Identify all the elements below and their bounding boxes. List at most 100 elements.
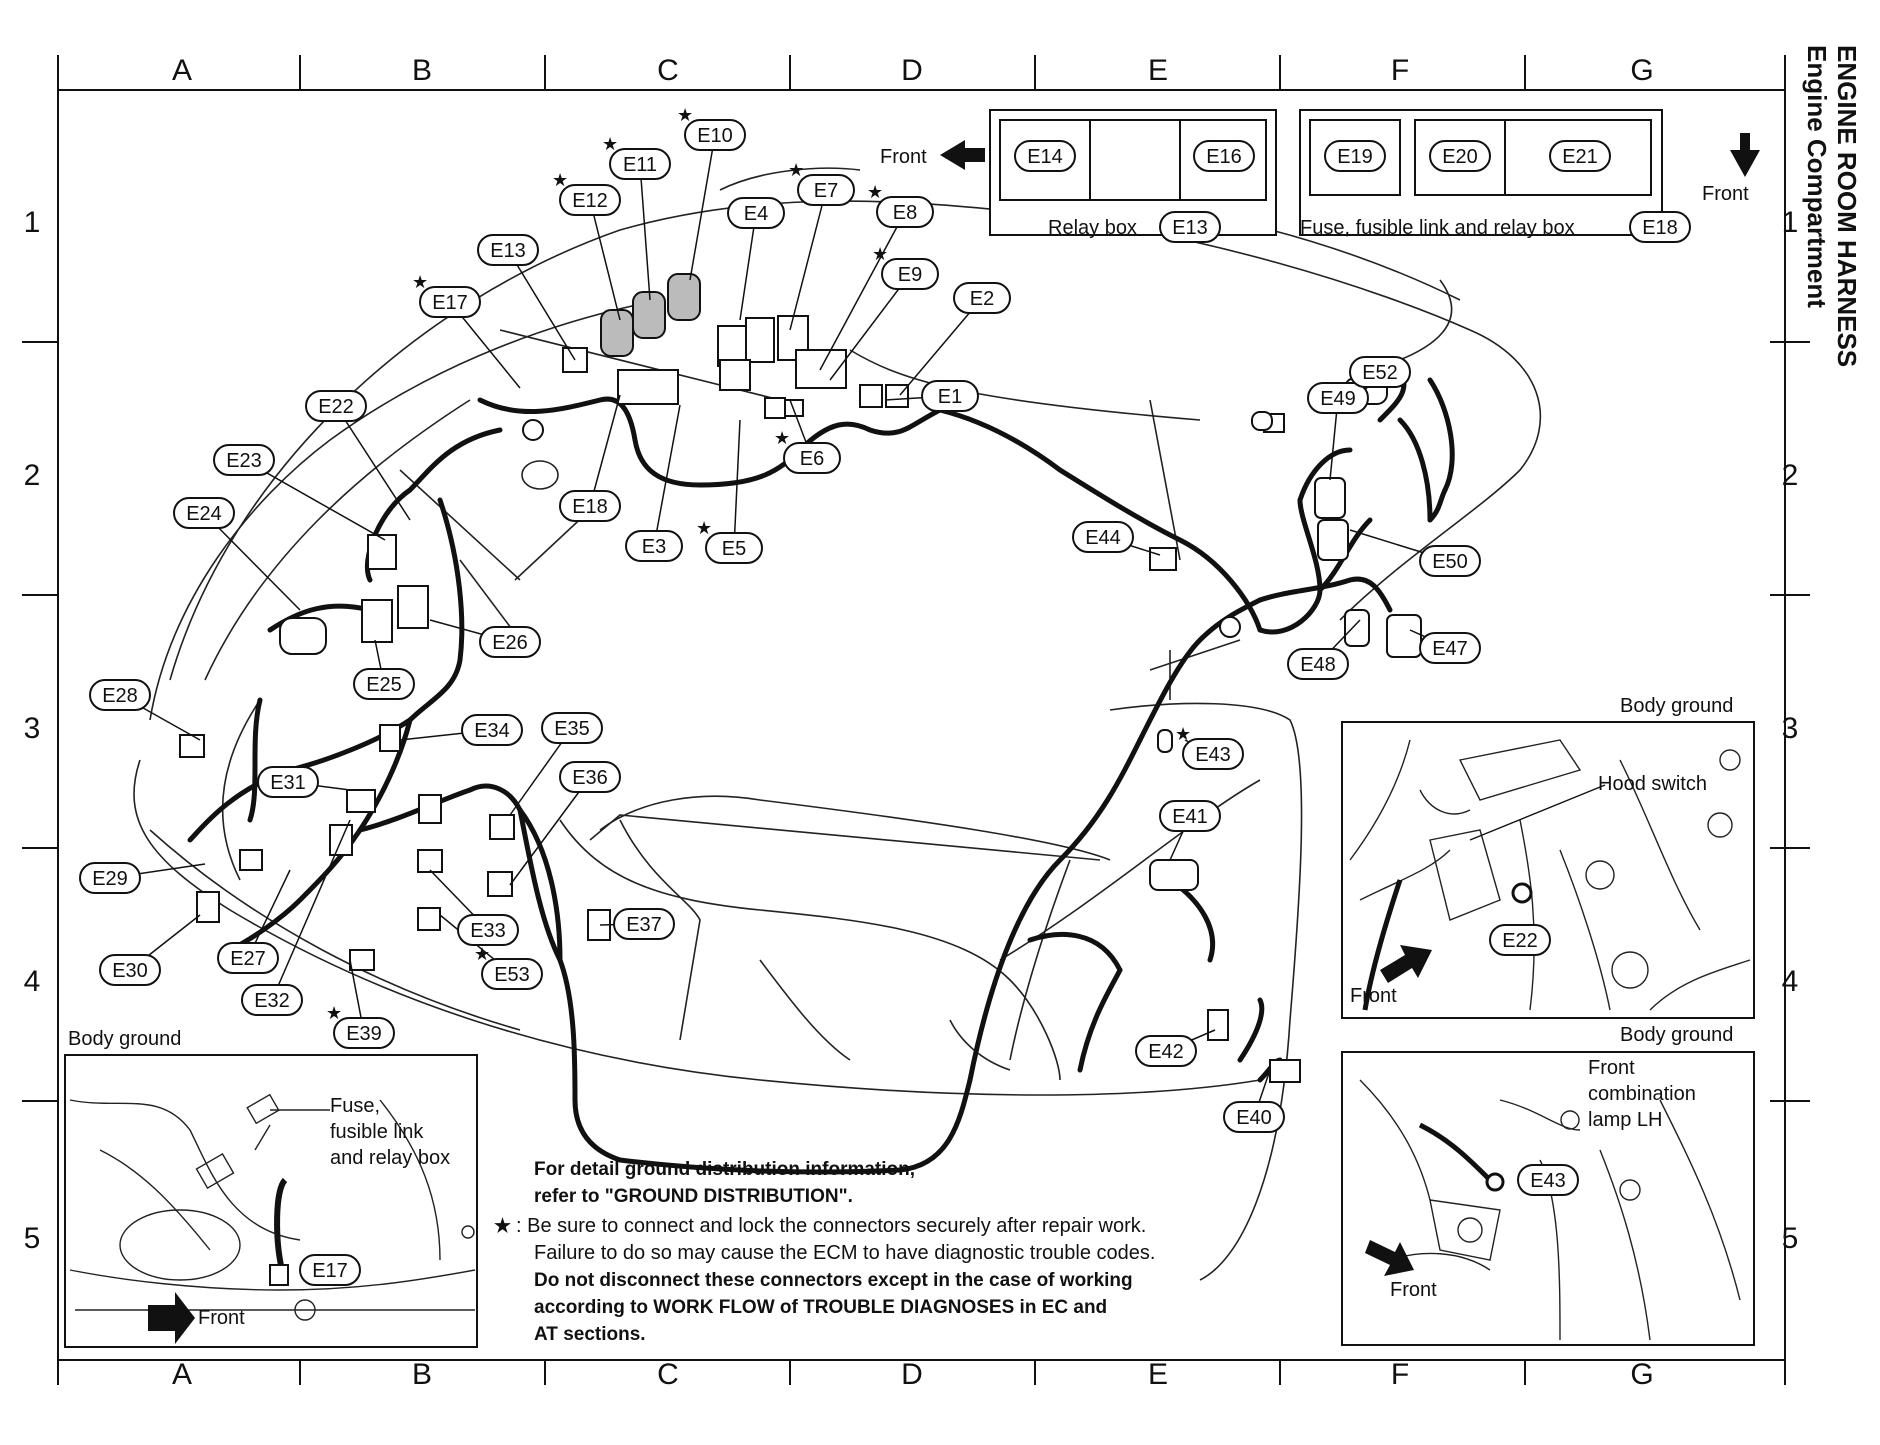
connector-label-e28: E28	[89, 679, 151, 711]
inset-left-callout-1: Fuse,	[330, 1095, 380, 1117]
connector-label-e4: E4	[727, 197, 785, 229]
inset-left-callout-2: fusible link	[330, 1121, 424, 1143]
connector-label-e43: E43★	[1175, 724, 1244, 770]
connector-label-e18-text: E18	[572, 496, 608, 518]
relay-box-caption-ref: E13	[1159, 211, 1221, 243]
connector-label-e40-text: E40	[1236, 1107, 1272, 1129]
star-marker-e8: ★	[867, 182, 883, 202]
connector-label-e39-text: E39	[346, 1023, 382, 1045]
inset-hood-connector-text: E22	[1502, 930, 1538, 952]
column-label-g: G	[1630, 1358, 1653, 1391]
connector-label-e17: E17★	[412, 272, 481, 318]
connector-label-e23-text: E23	[226, 450, 262, 472]
connector-label-e47-text: E47	[1432, 638, 1468, 660]
connector-label-e10-text: E10	[697, 125, 733, 147]
note-star-line-3: Do not disconnect these connectors excep…	[534, 1270, 1133, 1291]
connector-label-e29: E29	[79, 862, 141, 894]
relay-slot-e14: E14	[1014, 140, 1076, 172]
front-arrow-icon	[940, 140, 985, 170]
inset-lamp-title: Body ground	[1620, 1024, 1733, 1046]
front-arrow-down-icon	[1730, 133, 1760, 177]
connector-label-e32-text: E32	[254, 990, 290, 1012]
relay-box-figure	[940, 109, 1277, 236]
connector-label-e5: E5 ★	[696, 518, 763, 564]
connector-label-e17-text: E17	[432, 292, 468, 314]
connector-label-e41-text: E41	[1172, 806, 1208, 828]
connector-label-e23: E23	[213, 444, 275, 476]
column-label-b: B	[412, 54, 432, 87]
inset-left-title: Body ground	[68, 1028, 181, 1050]
connector-label-e37-text: E37	[626, 914, 662, 936]
connector-label-e44-text: E44	[1085, 527, 1121, 549]
inset-lamp-front: Front	[1390, 1279, 1437, 1301]
inset-left-connector-text: E17	[312, 1260, 348, 1282]
star-marker-e7: ★	[788, 160, 804, 180]
connector-label-e32: E32	[241, 984, 303, 1016]
relay-slot-e14-text: E14	[1027, 146, 1063, 168]
connector-label-e50-text: E50	[1432, 551, 1468, 573]
star-marker-e53: ★	[474, 944, 490, 964]
column-label-f: F	[1391, 1358, 1409, 1391]
inset-lamp-callout-2: combination	[1588, 1083, 1696, 1105]
star-marker-e12: ★	[552, 170, 568, 190]
connector-label-e34: E34	[461, 714, 523, 746]
inset-hood-front: Front	[1350, 985, 1397, 1007]
fuse-box-caption: Fuse, fusible link and relay box	[1300, 217, 1575, 239]
connector-label-e10: E10★	[677, 105, 746, 151]
star-marker-e11: ★	[602, 134, 618, 154]
star-marker-e9: ★	[872, 244, 888, 264]
note-star-line-5: AT sections.	[534, 1324, 646, 1345]
inset-combination-lamp	[1341, 1051, 1755, 1346]
connector-label-e6-text: E6	[800, 448, 824, 470]
connector-label-e28-text: E28	[102, 685, 138, 707]
relay-box-caption: Relay box	[1048, 217, 1137, 239]
row-label-4: 4	[1782, 965, 1799, 998]
connector-label-e3-text: E3	[642, 536, 666, 558]
connector-label-e11: E11★	[602, 134, 671, 180]
column-label-d: D	[901, 54, 923, 87]
row-label-5: 5	[1782, 1222, 1799, 1255]
column-label-a: A	[172, 1358, 192, 1391]
connector-label-e49: E49	[1307, 382, 1369, 414]
connector-bodies	[179, 273, 1422, 1083]
column-label-c: C	[657, 1358, 679, 1391]
connector-label-e3: E3	[625, 530, 683, 562]
fuse-slot-e20-text: E20	[1442, 146, 1478, 168]
row-label-1: 1	[24, 206, 41, 239]
connector-label-e36: E36	[559, 761, 621, 793]
connector-label-e5-text: E5	[722, 538, 746, 560]
relay-box-caption-ref-text: E13	[1172, 217, 1208, 239]
inset-left-front: Front	[198, 1307, 245, 1329]
connector-label-e13-text: E13	[490, 240, 526, 262]
note-star-symbol: ★	[494, 1216, 511, 1237]
star-marker-e5: ★	[696, 518, 712, 538]
leader-line-e10	[689, 134, 716, 281]
row-label-1: 1	[1782, 206, 1799, 239]
connector-label-e34-text: E34	[474, 720, 510, 742]
star-marker-e39: ★	[326, 1003, 342, 1023]
fuse-box-caption-ref: E18	[1629, 211, 1691, 243]
connector-label-e44: E44	[1072, 521, 1134, 553]
row-label-2: 2	[24, 459, 41, 492]
connector-label-e35: E35	[541, 712, 603, 744]
title-main: ENGINE ROOM HARNESS	[1832, 45, 1862, 367]
leader-line-e5	[733, 419, 741, 549]
connector-label-e12-text: E12	[572, 190, 608, 212]
column-label-g: G	[1630, 54, 1653, 87]
connector-label-e9-text: E9	[898, 264, 922, 286]
leader-line-e36	[509, 776, 591, 886]
fuse-box-caption-ref-text: E18	[1642, 217, 1678, 239]
connector-label-e37: E37	[613, 908, 675, 940]
column-label-e: E	[1148, 1358, 1168, 1391]
leader-line-e2	[899, 297, 983, 396]
connector-label-e31-text: E31	[270, 772, 306, 794]
connector-label-e29-text: E29	[92, 868, 128, 890]
inset-hood-callout: Hood switch	[1598, 773, 1707, 795]
connector-label-e47: E47	[1419, 632, 1481, 664]
connector-label-e27-text: E27	[230, 948, 266, 970]
connector-label-e43-text: E43	[1195, 744, 1231, 766]
inset-lamp-callout-1: Front	[1588, 1057, 1635, 1079]
column-label-f: F	[1391, 54, 1409, 87]
